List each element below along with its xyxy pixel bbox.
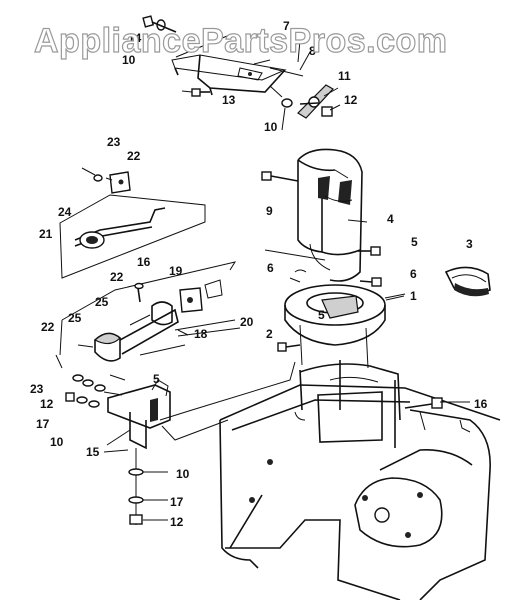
chute-housing — [264, 148, 363, 282]
bolt-2 — [277, 342, 301, 352]
label-20: 20 — [240, 315, 254, 329]
label-22-top: 22 — [127, 149, 141, 163]
label-12-low: 12 — [40, 397, 54, 411]
label-10-mid: 10 — [264, 120, 278, 134]
label-25-lower: 25 — [68, 311, 82, 325]
label-25-upper: 25 — [95, 295, 109, 309]
label-7: 7 — [283, 19, 290, 33]
leader-lines — [106, 33, 470, 446]
label-16-mid: 16 — [137, 255, 151, 269]
auger-housing — [219, 360, 501, 601]
label-8: 8 — [309, 44, 316, 58]
label-3: 3 — [466, 237, 473, 251]
label-10-low: 10 — [50, 435, 64, 449]
deflector-handle — [269, 84, 334, 119]
chute-crank-bracket — [103, 361, 296, 525]
pivot-bracket-assembly — [59, 261, 241, 362]
control-link-assembly — [59, 167, 206, 279]
label-22-low: 22 — [41, 320, 55, 334]
label-17-bottom: 17 — [170, 495, 184, 509]
label-5-center: 5 — [318, 308, 325, 322]
label-24: 24 — [58, 205, 72, 219]
chute-ring-base — [284, 284, 406, 369]
bolt-9 — [261, 171, 299, 182]
label-21: 21 — [39, 227, 53, 241]
label-2: 2 — [266, 327, 273, 341]
part-number-labels: 14 10 7 8 11 12 13 10 23 22 24 21 9 4 5 … — [30, 19, 488, 529]
label-5-right: 5 — [411, 235, 418, 249]
label-15: 15 — [86, 445, 100, 459]
label-11: 11 — [338, 69, 351, 83]
label-12-top: 12 — [344, 93, 358, 107]
label-12-bottom: 12 — [170, 515, 184, 529]
label-9: 9 — [266, 204, 273, 218]
bolts-5-6 — [289, 246, 382, 287]
label-17-low: 17 — [36, 417, 50, 431]
label-6-right: 6 — [410, 267, 417, 281]
label-22-mid: 22 — [110, 270, 124, 284]
label-23-top: 23 — [107, 135, 121, 149]
label-14: 14 — [128, 31, 142, 45]
chute-cap — [444, 266, 491, 297]
label-10-top: 10 — [122, 53, 136, 67]
label-1: 1 — [410, 289, 417, 303]
label-16-right: 16 — [474, 397, 488, 411]
shift-bracket-assembly — [142, 15, 311, 97]
label-5-left: 5 — [153, 372, 160, 386]
label-4: 4 — [387, 212, 394, 226]
label-10-bottom: 10 — [176, 467, 190, 481]
small-hardware-left — [55, 354, 123, 408]
label-18: 18 — [194, 327, 208, 341]
label-6-left: 6 — [267, 261, 274, 275]
bolt-16 — [404, 397, 443, 431]
label-19: 19 — [169, 264, 183, 278]
label-23-low: 23 — [30, 382, 44, 396]
label-13: 13 — [222, 93, 236, 107]
